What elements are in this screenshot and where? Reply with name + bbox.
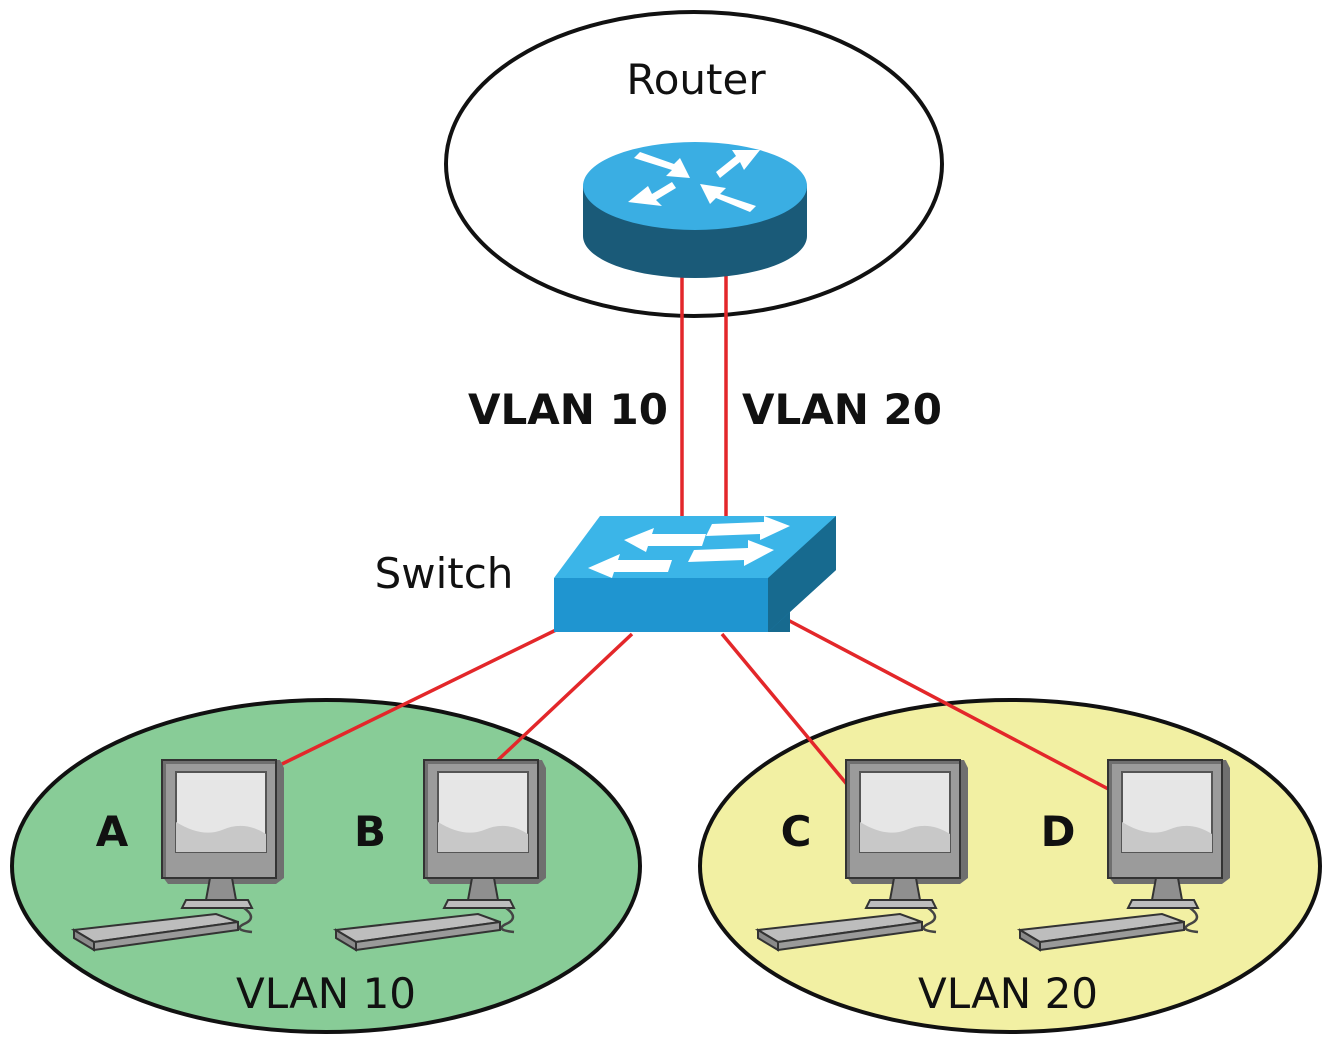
link-switch-a bbox=[281, 628, 557, 766]
switch-label: Switch bbox=[375, 549, 514, 598]
computer-d-label: D bbox=[1041, 807, 1076, 856]
vlan20-group-label: VLAN 20 bbox=[918, 969, 1098, 1018]
computer-a-label: A bbox=[96, 807, 129, 856]
router-label: Router bbox=[626, 55, 766, 104]
vlan10-group-label: VLAN 10 bbox=[236, 969, 416, 1018]
links bbox=[281, 270, 1115, 794]
computer-c-label: C bbox=[781, 807, 812, 856]
switch-icon bbox=[554, 516, 836, 632]
link-switch-b bbox=[496, 632, 634, 762]
link-switch-d bbox=[783, 616, 1115, 794]
link-vlan10-label: VLAN 10 bbox=[468, 385, 668, 434]
computer-b-label: B bbox=[354, 807, 386, 856]
link-switch-c bbox=[720, 632, 852, 790]
router-icon bbox=[583, 142, 807, 278]
link-vlan20-label: VLAN 20 bbox=[742, 385, 942, 434]
